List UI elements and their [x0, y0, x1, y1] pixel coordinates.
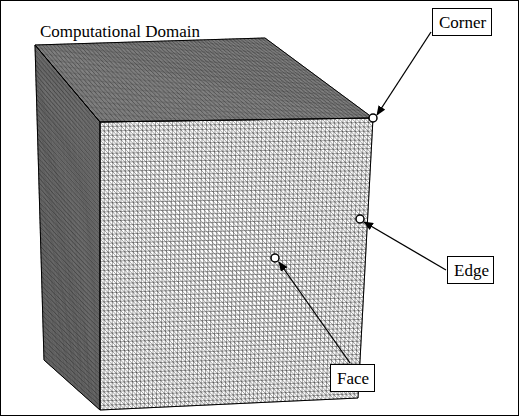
marker-points — [271, 114, 377, 262]
face-point — [271, 254, 279, 262]
mesh-line — [35, 45, 100, 410]
leader-line — [279, 262, 350, 363]
corner-point — [369, 114, 377, 122]
callout-box: Edge — [447, 256, 494, 284]
callout-label: Corner — [439, 13, 485, 33]
leader-line — [364, 222, 446, 270]
callout-box: Corner — [432, 8, 492, 36]
cube-outline — [35, 38, 373, 410]
edge-point — [356, 215, 364, 223]
mesh-line — [35, 45, 100, 410]
callout-label: Face — [337, 369, 368, 389]
leader-lines — [279, 32, 446, 363]
callout-label: Edge — [454, 261, 487, 281]
leader-line — [377, 32, 431, 115]
diagram-title: Computational Domain — [40, 22, 200, 42]
callout-box: Face — [330, 364, 375, 392]
triangle-mesh — [35, 38, 373, 410]
mesh-line — [35, 38, 373, 122]
